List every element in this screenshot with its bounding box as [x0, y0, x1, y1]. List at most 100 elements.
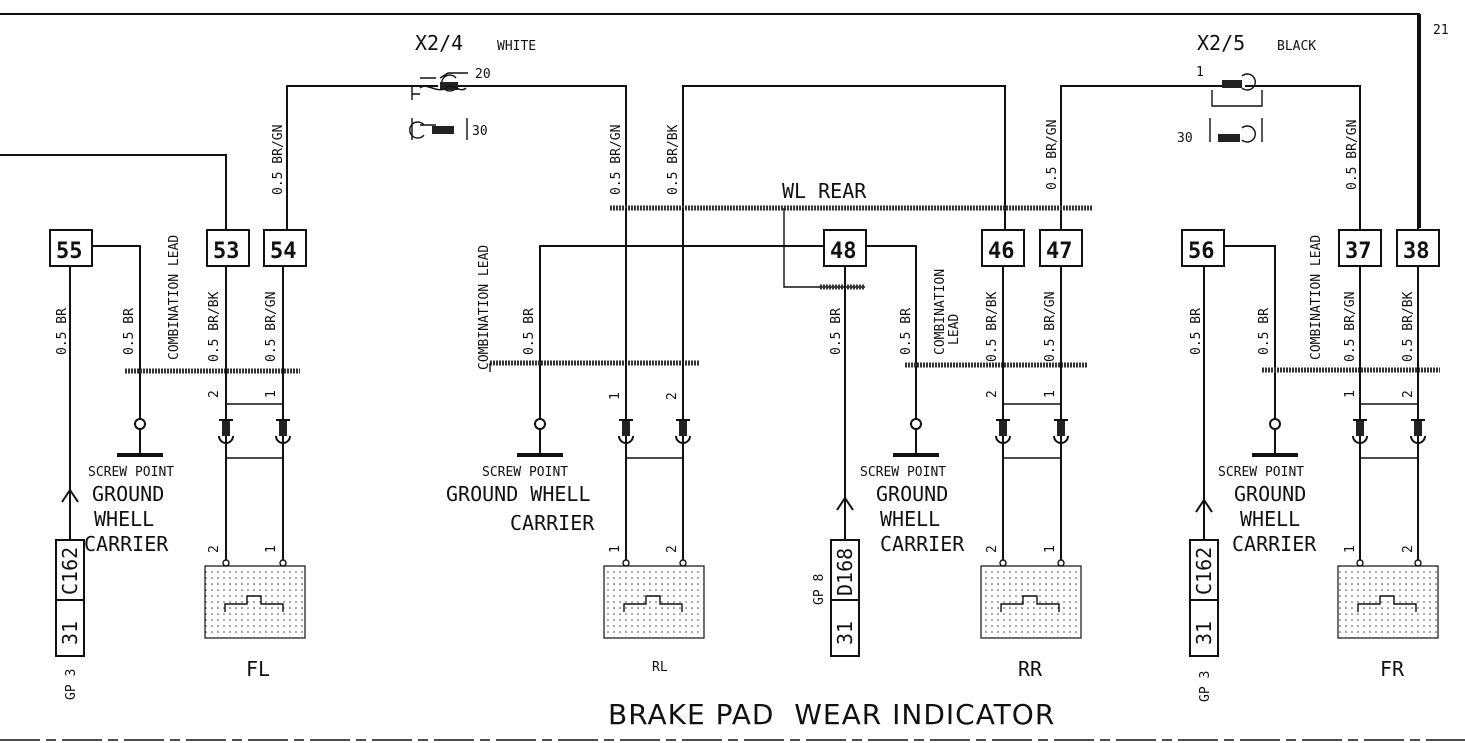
- terminal-55: [49, 229, 93, 267]
- fl-whell: WHELL: [94, 507, 154, 531]
- gp-right-31: 31: [1192, 621, 1216, 645]
- pin-rr-1-top: 1: [1043, 390, 1058, 398]
- wire-47: [1060, 85, 1222, 230]
- terminal-47-label: 47: [1046, 239, 1073, 264]
- rr-ground: GROUND: [876, 482, 948, 506]
- wire-label-rl-gn: 0.5 BR/GN: [609, 125, 624, 195]
- wire-label-rl-bk: 0.5 BR/BK: [666, 124, 681, 195]
- gp-right-box-31: [1189, 599, 1219, 657]
- sensor-rr-pin-2: [999, 559, 1007, 567]
- fr-screw-point: SCREW POINT: [1218, 465, 1304, 480]
- wire-rl-46: [682, 85, 1006, 230]
- terminal-55-label: 55: [56, 239, 83, 264]
- x25-label: X2/5: [1197, 31, 1245, 55]
- connector-x24: [409, 72, 468, 140]
- gp-right-c162: C162: [1192, 547, 1216, 595]
- sensor-rl-pin-2: [679, 559, 687, 567]
- terminal-37-label: 37: [1345, 239, 1372, 264]
- wire-label-53: 0.5 BR/BK: [207, 291, 222, 362]
- gp-left-box-c162: [55, 539, 85, 601]
- gp-mid-label: GP 8: [812, 574, 827, 605]
- sensor-fr-pin-2: [1414, 559, 1422, 567]
- gp-mid-d168: D168: [833, 548, 857, 596]
- wire-label-37-upper: 0.5 BR/GN: [1345, 120, 1360, 190]
- gp-mid-box-31: [830, 599, 860, 657]
- screw-point-rl: [534, 418, 546, 430]
- terminal-46-label: 46: [988, 239, 1015, 264]
- pin-rl-1-bottom: 1: [608, 545, 623, 553]
- wire-label-46: 0.5 BR/BK: [985, 291, 1000, 362]
- pin-rr-2-top: 2: [985, 390, 1000, 398]
- terminal-56-label: 56: [1188, 239, 1215, 264]
- wire-label-fr-ground: 0.5 BR: [1257, 308, 1272, 355]
- sensor-rl: [603, 565, 705, 639]
- sensor-fr-label: FR: [1380, 657, 1405, 681]
- wire-55-ground: [92, 245, 141, 420]
- arrow-up-icon-right: [1195, 498, 1213, 513]
- wire-label-37: 0.5 BR/GN: [1343, 292, 1358, 362]
- screw-point-fr: [1269, 418, 1281, 430]
- rr-screw-point: SCREW POINT: [860, 465, 946, 480]
- fr-whell: WHELL: [1240, 507, 1300, 531]
- x24-color: WHITE: [497, 39, 536, 54]
- pin-fl-2-bottom: 2: [207, 545, 222, 553]
- wire-x25-37: [1245, 85, 1361, 230]
- comb-lead-rl: COMBINATION LEAD: [477, 245, 492, 370]
- pin-fl-2-top: 2: [207, 390, 222, 398]
- wire-label-rl-ground: 0.5 BR: [522, 308, 537, 355]
- gp-mid-box-d168: [830, 539, 860, 601]
- rl-carrier: CARRIER: [510, 511, 595, 535]
- sensor-rl-contact: [623, 595, 683, 612]
- terminal-48-label: 48: [830, 239, 857, 264]
- pin-fr-1-top: 1: [1343, 390, 1358, 398]
- sensor-rl-pin-1: [622, 559, 630, 567]
- wire-label-48: 0.5 BR: [829, 308, 844, 355]
- wire-left-feed: [0, 154, 227, 230]
- gp-left-label: GP 3: [64, 669, 79, 700]
- corner-number: 21: [1433, 23, 1449, 38]
- sensor-rr-contact: [1000, 595, 1060, 612]
- sensor-fl-pin-1: [279, 559, 287, 567]
- pin-rr-2-bottom: 2: [985, 545, 1000, 553]
- sensor-fl: [204, 565, 306, 639]
- pin-rl-1-top: 1: [608, 392, 623, 400]
- fr-ground: GROUND: [1234, 482, 1306, 506]
- terminal-47: [1039, 229, 1083, 267]
- wire-label-fl-ground: 0.5 BR: [122, 308, 137, 355]
- sensor-rr-label: RR: [1018, 657, 1043, 681]
- wire-label-54-upper: 0.5 BR/GN: [271, 125, 286, 195]
- terminal-53: [206, 229, 250, 267]
- terminal-54-label: 54: [270, 239, 297, 264]
- pin-fl-1-top: 1: [264, 390, 279, 398]
- wire-48-rr-ground: [866, 245, 917, 420]
- wire-label-47-upper: 0.5 BR/GN: [1045, 120, 1060, 190]
- comb-lead-rr-1: COMBINATION: [933, 269, 948, 355]
- connector-x25: [1209, 73, 1263, 143]
- wire-label-54-lower: 0.5 BR/GN: [264, 292, 279, 362]
- x25-color: BLACK: [1277, 39, 1316, 54]
- gp-right-label: GP 3: [1198, 671, 1213, 702]
- fr-carrier: CARRIER: [1232, 532, 1317, 556]
- wire-label-rr-ground: 0.5 BR: [899, 308, 914, 355]
- wire-label-38: 0.5 BR/BK: [1401, 291, 1416, 362]
- wire-x24-rl: [458, 85, 627, 210]
- x24-pin-20: 20: [475, 67, 491, 82]
- pin-rl-2-bottom: 2: [665, 545, 680, 553]
- sensor-fr-pin-1: [1356, 559, 1364, 567]
- sensor-fl-label: FL: [246, 657, 270, 681]
- gp-mid-31: 31: [833, 621, 857, 645]
- terminal-48: [823, 229, 867, 267]
- pin-rl-2-top: 2: [665, 392, 680, 400]
- pin-fr-2-top: 2: [1401, 390, 1416, 398]
- sensor-fl-pin-2: [222, 559, 230, 567]
- x25-pin-1: 1: [1196, 65, 1204, 80]
- pin-rr-1-bottom: 1: [1043, 545, 1058, 553]
- sensor-rr: [980, 565, 1082, 639]
- screw-point-fl: [134, 418, 146, 430]
- sensor-rr-pin-1: [1057, 559, 1065, 567]
- pin-fr-2-bottom: 2: [1401, 545, 1416, 553]
- rr-whell: WHELL: [880, 507, 940, 531]
- rl-screw-point: SCREW POINT: [482, 465, 568, 480]
- fl-ground: GROUND: [92, 482, 164, 506]
